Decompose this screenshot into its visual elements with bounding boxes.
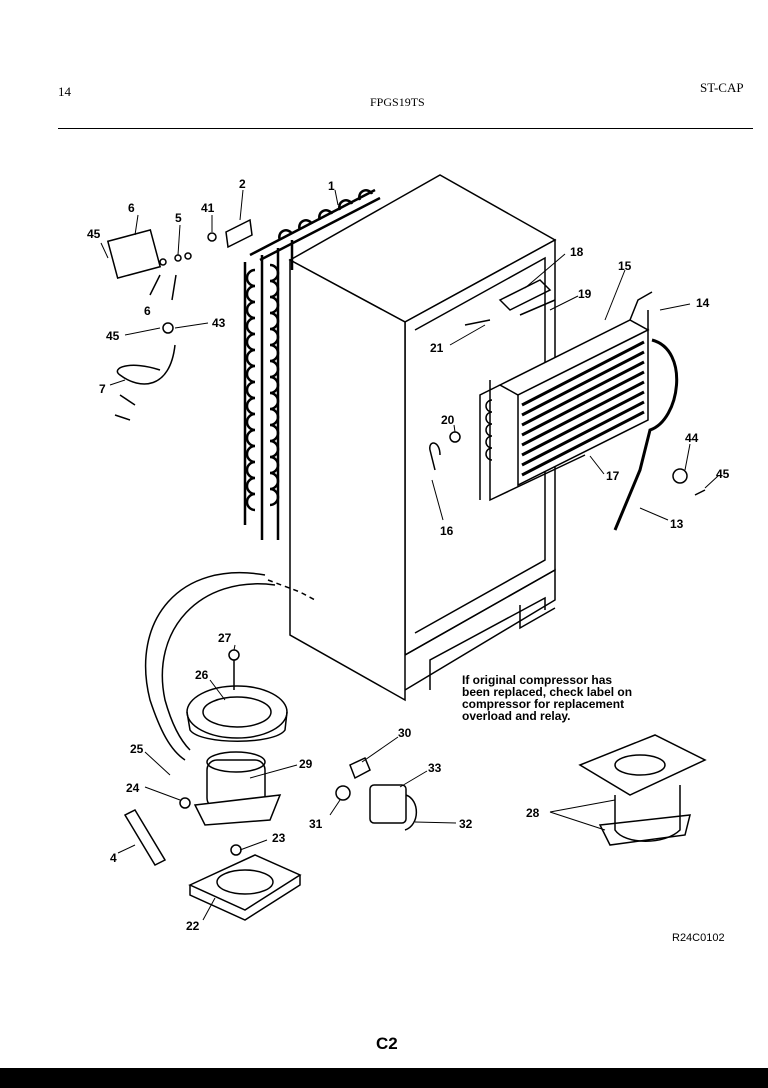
callout-26: 26 (195, 668, 209, 682)
callout-13: 13 (670, 517, 684, 531)
callout-14: 14 (696, 296, 710, 310)
callout-41: 41 (201, 201, 215, 215)
page-number: 14 (58, 84, 71, 99)
callout-31: 31 (309, 817, 323, 831)
callout-45-mid: 45 (106, 329, 120, 343)
callout-7: 7 (99, 382, 106, 396)
note-line: overload and relay. (462, 709, 571, 723)
callout-27: 27 (218, 631, 232, 645)
callout-44: 44 (685, 431, 699, 445)
callout-21: 21 (430, 341, 444, 355)
bottom-bar (0, 1068, 768, 1088)
callout-6-lower: 6 (144, 304, 151, 318)
compressor-note: If original compressor has been replaced… (462, 674, 692, 722)
note-line: compressor for replacement (462, 697, 625, 711)
callout-29: 29 (299, 757, 313, 771)
condenser-coil (243, 188, 381, 540)
callout-25: 25 (130, 742, 144, 756)
callout-5: 5 (175, 211, 182, 225)
callout-18: 18 (570, 245, 584, 259)
small-parts (106, 218, 706, 866)
callout-22: 22 (186, 919, 200, 933)
callout-43: 43 (212, 316, 226, 330)
header-rule (58, 128, 753, 129)
cabinet-shell (288, 174, 557, 702)
callout-15: 15 (618, 259, 632, 273)
diagram-code: R24C0102 (672, 932, 725, 944)
callout-28: 28 (526, 806, 540, 820)
callout-17: 17 (606, 469, 620, 483)
note-line: been replaced, check label on (462, 685, 633, 699)
evaporator-coil (479, 279, 679, 531)
callout-19: 19 (578, 287, 592, 301)
callout-1: 1 (328, 179, 335, 193)
callout-20: 20 (441, 413, 455, 427)
callout-33: 33 (428, 761, 442, 775)
callout-24: 24 (126, 781, 140, 795)
model-number: FPGS19TS (370, 95, 425, 109)
page-code: C2 (376, 1034, 398, 1053)
callout-45-right: 45 (716, 467, 730, 481)
callout-45-top: 45 (87, 227, 101, 241)
callout-30: 30 (398, 726, 412, 740)
compressor-assembly (144, 572, 707, 921)
callout-23: 23 (272, 831, 286, 845)
leader-lines (100, 189, 719, 921)
callout-4: 4 (110, 851, 117, 865)
section-code: ST-CAP (700, 80, 744, 95)
callout-16: 16 (440, 524, 454, 538)
note-line: If original compressor has (462, 673, 613, 687)
callout-32: 32 (459, 817, 473, 831)
callout-2: 2 (239, 177, 246, 191)
callout-6-top: 6 (128, 201, 135, 215)
